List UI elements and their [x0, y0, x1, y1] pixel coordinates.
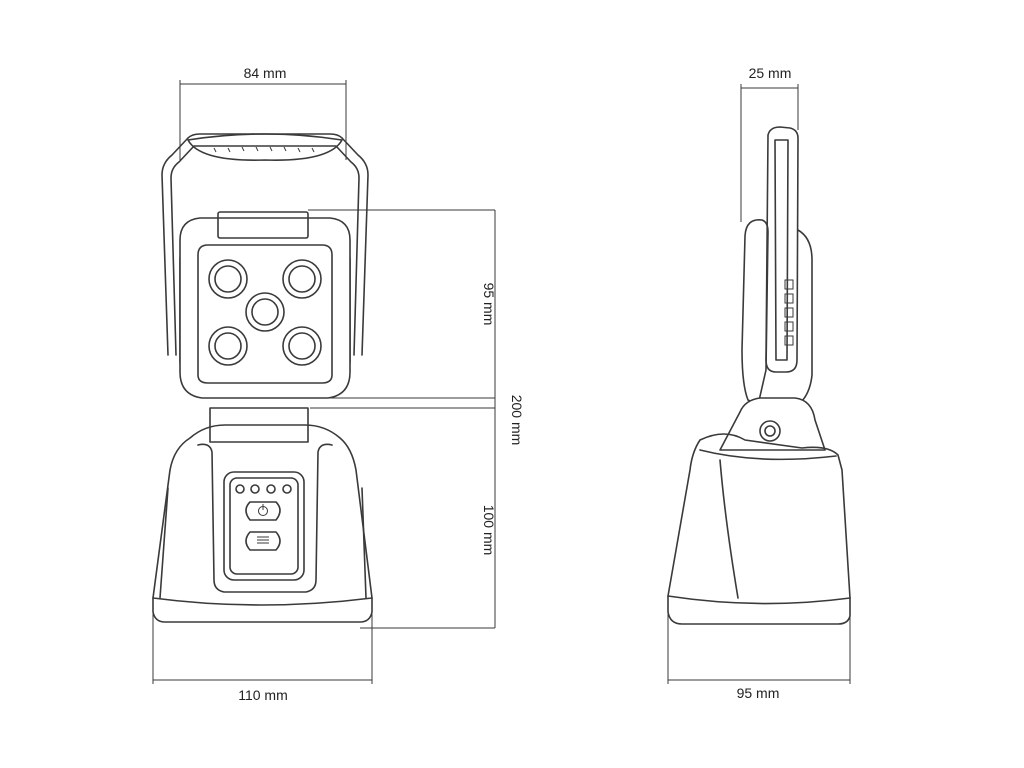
- battery-indicator-leds: [235, 484, 292, 494]
- lamp-top-clip: [217, 211, 309, 239]
- side-head-inner: [774, 139, 789, 361]
- led-bottom-right: [282, 326, 322, 366]
- dim-head-height: 95 mm: [481, 283, 497, 326]
- led-top-right: [282, 259, 322, 299]
- side-fins: [784, 279, 794, 346]
- front-handle-grip: [187, 133, 343, 161]
- side-pivot-mount: [719, 397, 826, 451]
- led-array: [208, 259, 322, 366]
- side-dimension-lines: [667, 84, 851, 684]
- power-button[interactable]: [245, 501, 281, 521]
- pivot-knob: [759, 420, 781, 442]
- mode-button[interactable]: [245, 531, 281, 551]
- side-base-body: [667, 433, 851, 625]
- base-left-edge: [159, 487, 169, 599]
- dim-base-height: 100 mm: [481, 505, 497, 556]
- dim-base-width: 110 mm: [238, 687, 288, 703]
- side-lamp-head: [765, 126, 799, 373]
- led-bottom-left: [208, 326, 248, 366]
- base-right-edge: [361, 487, 367, 599]
- led-top-left: [208, 259, 248, 299]
- dim-base-depth: 95 mm: [737, 685, 780, 701]
- grip-ridges: [213, 146, 315, 153]
- dim-top-width: 84 mm: [244, 65, 287, 81]
- side-base-bottom-band: [667, 595, 851, 605]
- led-panel: [197, 244, 333, 384]
- dim-top-depth: 25 mm: [749, 65, 792, 81]
- side-base-inner-curve: [719, 459, 739, 599]
- side-handle-arm: [741, 219, 769, 406]
- side-view: 25 mm 95 mm: [667, 65, 851, 701]
- led-center: [245, 292, 285, 332]
- indicator-led-3: [266, 484, 276, 494]
- front-view: 84 mm 95 mm 200 mm 100 mm 110 mm: [152, 65, 525, 703]
- indicator-led-1: [235, 484, 245, 494]
- indicator-led-4: [282, 484, 292, 494]
- side-base-top-edge: [699, 449, 837, 461]
- power-icon: [258, 504, 268, 516]
- menu-lines-icon: [257, 536, 269, 544]
- front-handle-inner: [170, 145, 360, 356]
- dim-total-height: 200 mm: [509, 395, 525, 446]
- control-panel: [223, 471, 305, 581]
- base-bottom-band: [152, 597, 373, 606]
- base-inner-outline: [197, 443, 333, 593]
- indicator-led-2: [250, 484, 260, 494]
- front-dimension-lines: [152, 80, 496, 684]
